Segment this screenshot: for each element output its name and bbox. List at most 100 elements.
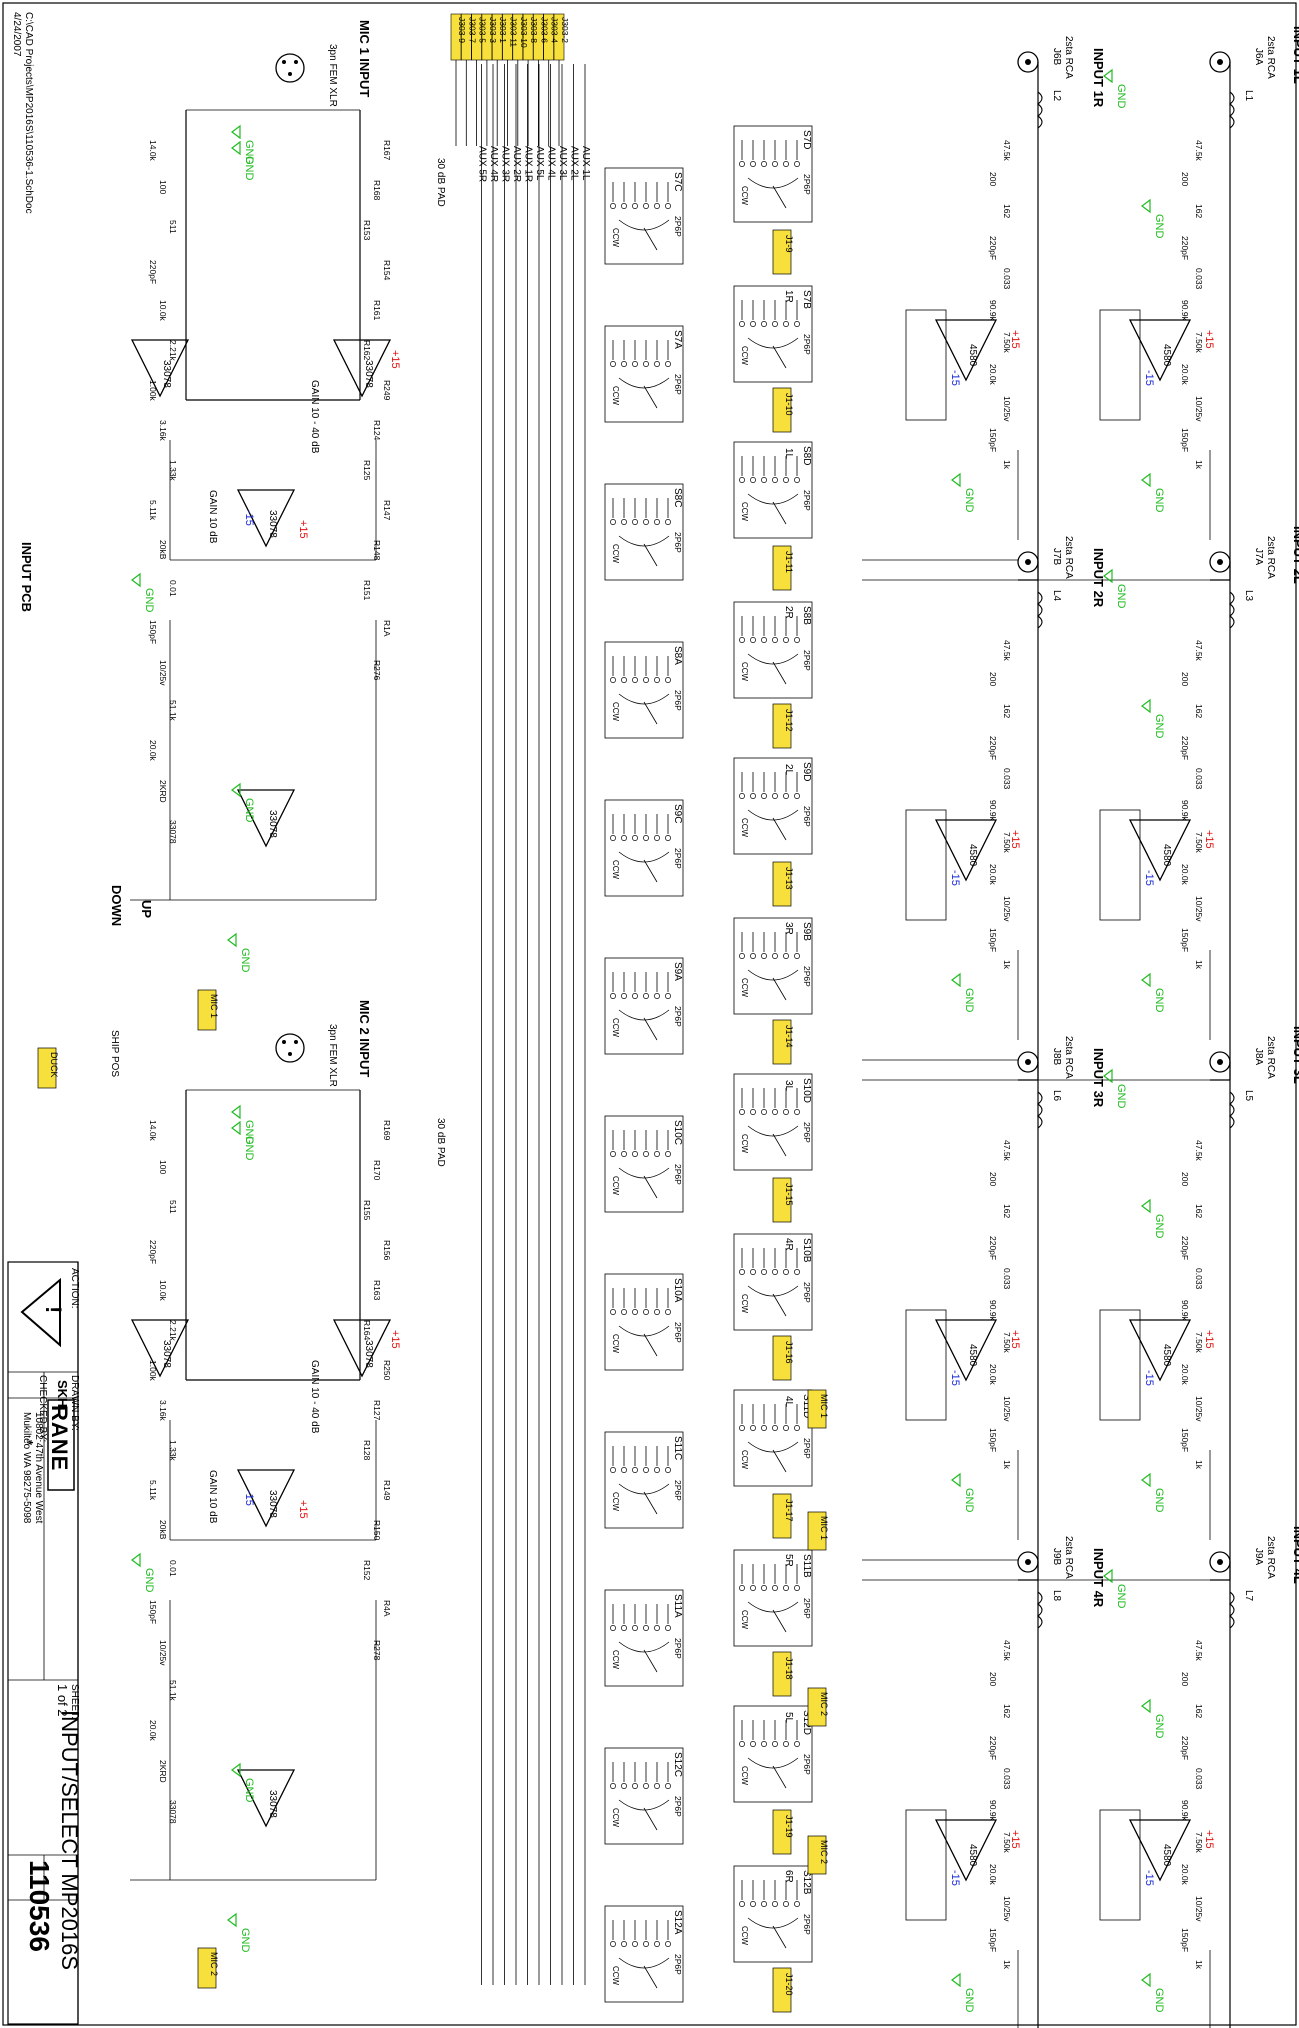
switch-contact <box>761 1109 767 1115</box>
component-value: 7.50k <box>1002 832 1012 854</box>
switch-wiper <box>643 1017 658 1041</box>
component-ref: R149 <box>382 1480 392 1501</box>
component-ref: R153 <box>362 220 372 241</box>
switch-arc <box>747 1601 799 1613</box>
component-value: 1k <box>1194 460 1204 470</box>
component-value: 90.9k <box>988 800 998 822</box>
switch-arc <box>747 1917 799 1929</box>
opamp-type: 4580 <box>1161 844 1172 867</box>
switch-contact <box>632 1467 638 1473</box>
inductor-icon <box>1229 591 1235 629</box>
switch-type: 2P6P <box>802 1914 812 1935</box>
switch-contact <box>761 637 767 643</box>
component-value: 33078 <box>168 820 178 844</box>
switch-contact <box>794 793 800 799</box>
switch-wiper <box>772 1293 787 1317</box>
switch-contact <box>643 361 649 367</box>
switch-contact <box>632 519 638 525</box>
power-neg: -15 <box>1143 870 1155 886</box>
component-value: 0.033 <box>1194 1268 1204 1290</box>
switch-type: 2P6P <box>673 848 683 869</box>
opamp-type: 4580 <box>967 844 978 867</box>
power-pos: +15 <box>1203 1330 1215 1349</box>
bus-connector-label: J303-3 <box>488 17 498 43</box>
ground-label: GND <box>1153 214 1165 239</box>
component-value: 47.5k <box>1002 1140 1012 1162</box>
ground-icon <box>227 1912 237 1928</box>
switch-contact <box>643 1625 649 1631</box>
switch-contact <box>772 637 778 643</box>
switch-wiper <box>643 1175 658 1199</box>
component-value: 20kB <box>158 1520 168 1540</box>
switch-ccw: CCW <box>611 1808 620 1828</box>
aux-bus-label: AUX 1R <box>523 146 534 182</box>
xlr-pin-icon <box>288 1052 292 1056</box>
power-pos: +15 <box>389 350 401 369</box>
switch-arc <box>747 809 799 821</box>
switch-type: 2P6P <box>673 1796 683 1817</box>
component-value: 47.5k <box>1194 1640 1204 1662</box>
component-ref: R124 <box>372 420 382 441</box>
power-neg: -15 <box>949 1370 961 1386</box>
switch-contact <box>739 1741 745 1747</box>
aux-bus-label: AUX 5L <box>534 146 545 181</box>
input-label-l: INPUT 3L <box>1291 1026 1299 1084</box>
rca-pin-icon <box>1217 559 1223 565</box>
switch-ref: S9C <box>672 804 683 823</box>
switch-contact <box>610 519 616 525</box>
switch-ref: S8D <box>801 446 812 465</box>
component-ref: R155 <box>362 1200 372 1221</box>
ground-icon <box>1103 68 1113 84</box>
switch-contact <box>632 1151 638 1157</box>
component-ref: R162 <box>362 340 372 361</box>
switch-contact <box>665 1783 671 1789</box>
switch-wiper <box>643 859 658 883</box>
switch-body <box>604 167 684 265</box>
switch-type: 2P6P <box>802 650 812 671</box>
switch-type: 2P6P <box>673 374 683 395</box>
component-value: 10/25v <box>158 660 168 686</box>
feedback-network <box>905 809 947 921</box>
opamp-icon <box>332 339 392 398</box>
component-value: 162 <box>1002 1204 1012 1218</box>
switch-ccw: CCW <box>611 1176 620 1196</box>
ground-label: GND <box>1115 84 1127 109</box>
ground-icon <box>1103 568 1113 584</box>
jack-ref: J6B <box>1051 48 1062 66</box>
switch-arc <box>747 177 799 189</box>
j1-connector-label: J1-16 <box>784 1341 794 1364</box>
switch-arc <box>618 377 670 389</box>
component-ref: R167 <box>382 140 392 161</box>
switch-contact <box>761 1901 767 1907</box>
switch-wiper <box>643 227 658 251</box>
switch-wiper <box>772 661 787 685</box>
input-label-r: INPUT 4R <box>1091 1548 1106 1608</box>
j1-connector-label: J1-19 <box>784 1815 794 1838</box>
ground-icon <box>131 1552 141 1568</box>
switch-contact <box>610 1151 616 1157</box>
header-path: C:\CAD Projects\MP2016S\110536-1.SchDoc <box>23 12 34 214</box>
switch-contact <box>794 161 800 167</box>
pad-label-top: 30 dB PAD <box>435 158 446 207</box>
switch-contact <box>632 1941 638 1947</box>
switch-wiper <box>643 1807 658 1831</box>
aux-bus-label: AUX 3L <box>557 146 568 181</box>
ground-label: GND <box>239 1928 251 1953</box>
switch-type: 2P6P <box>802 174 812 195</box>
opamp-type: 4580 <box>967 344 978 367</box>
ground-label: GND <box>243 156 255 181</box>
component-value: 10/25v <box>1194 896 1204 922</box>
j1-connector-tag <box>772 1335 792 1381</box>
switch-arc <box>618 693 670 705</box>
j1-connector-label: J1-18 <box>784 1657 794 1680</box>
component-value: 220pF <box>148 1240 158 1264</box>
ground-icon <box>1141 472 1151 488</box>
rca-pin-icon <box>1217 1559 1223 1565</box>
switch-contact <box>761 161 767 167</box>
channel-tag: 4L <box>783 1396 794 1408</box>
ground-label: GND <box>243 1120 255 1145</box>
inductor-ref: L1 <box>1243 90 1254 102</box>
